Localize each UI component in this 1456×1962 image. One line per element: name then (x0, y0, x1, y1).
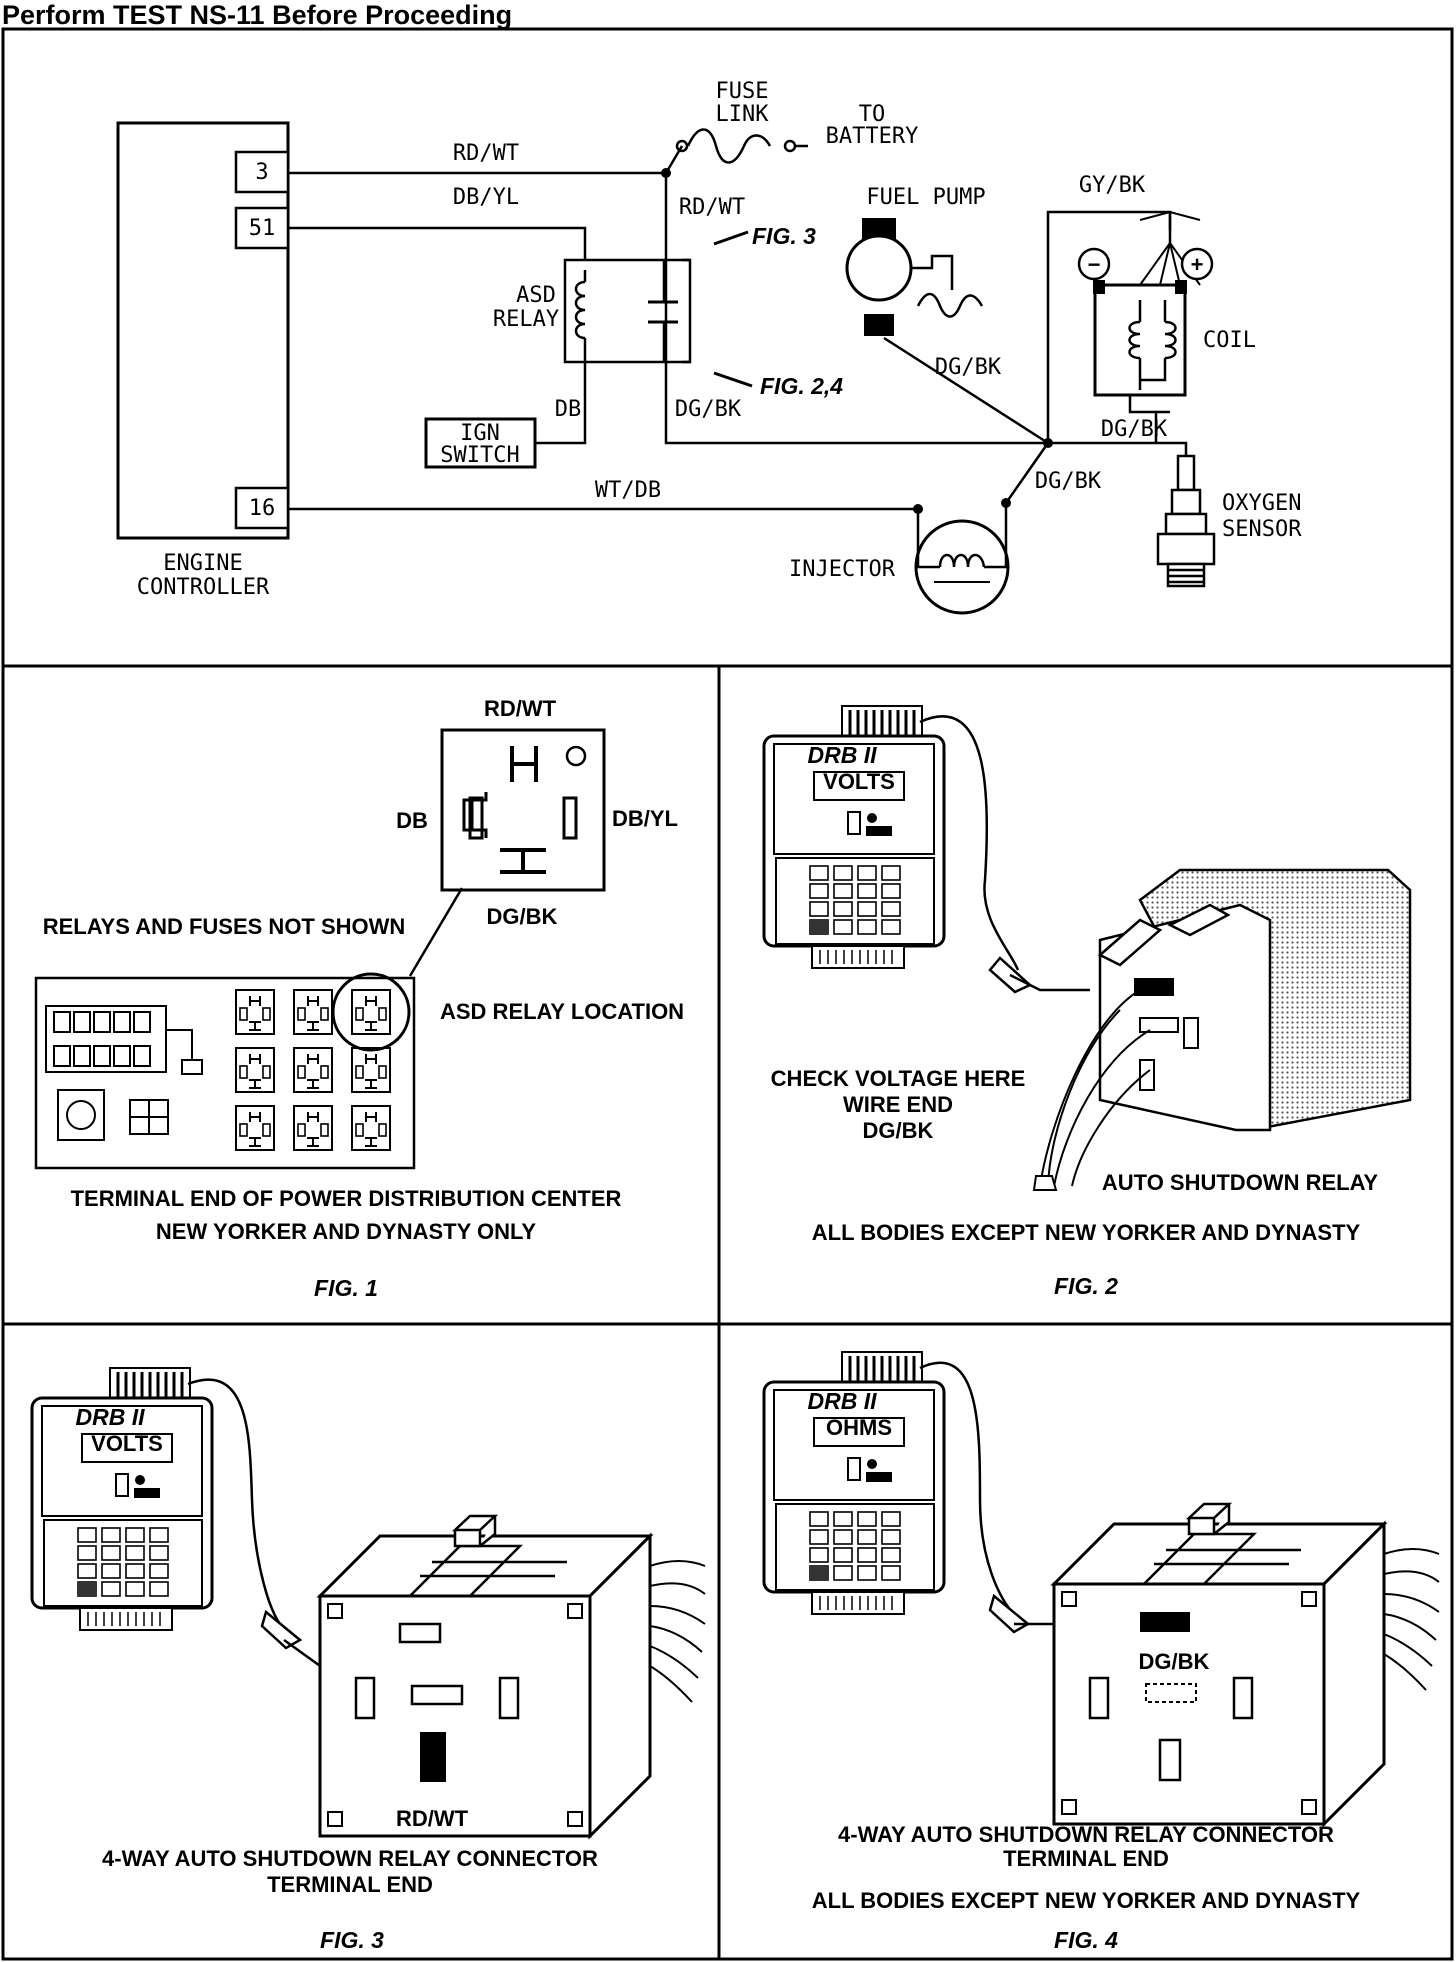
fig4-tester-mode: OHMS (826, 1415, 892, 1440)
fig4-caption-2: TERMINAL END (1003, 1846, 1169, 1871)
fuse-link-label-1: FUSE (716, 79, 769, 104)
relay-socket-enlarged (440, 728, 606, 892)
fig1-label: FIG. 1 (314, 1275, 378, 1301)
wiring-schematic: 3 51 16 ENGINE CONTROLLER FUSE LINK (116, 79, 1302, 615)
ign-switch-label-1: IGN (460, 421, 500, 446)
asd-relay-label-2: RELAY (493, 307, 559, 332)
fig3-caption-2: TERMINAL END (267, 1872, 433, 1897)
fig3-pin-label: RD/WT (396, 1806, 469, 1831)
page-heading: Perform TEST NS-11 Before Proceeding (2, 0, 513, 30)
coil-minus-symbol: − (1088, 252, 1101, 277)
fig24-reference: FIG. 2,4 (760, 373, 843, 399)
fig4-caption-3: ALL BODIES EXCEPT NEW YORKER AND DYNASTY (812, 1888, 1361, 1913)
wire-label-dbyl: DB/YL (453, 185, 519, 210)
panel-borders (1, 27, 1454, 1961)
power-distribution-center (34, 972, 416, 1170)
fig4-pin-label: DG/BK (1139, 1649, 1210, 1674)
fig1-note: RELAYS AND FUSES NOT SHOWN (43, 914, 406, 939)
wire-label-rdwt-top: RD/WT (453, 141, 519, 166)
engine-controller-label-2: CONTROLLER (137, 575, 270, 600)
fig1-pin-bottom: DG/BK (487, 904, 558, 929)
fig1-caption-1: TERMINAL END OF POWER DISTRIBUTION CENTE… (71, 1186, 622, 1211)
injector-label: INJECTOR (789, 557, 896, 582)
fig3-tester-mode: VOLTS (91, 1431, 163, 1456)
ign-switch-box (424, 417, 537, 469)
to-battery-label-2: BATTERY (826, 124, 919, 149)
relay-connector-fig3 (318, 1514, 707, 1838)
wire-label-gybk: GY/BK (1079, 173, 1146, 198)
fuel-pump-symbol (845, 218, 984, 336)
fig3-tester-brand: DRB II (76, 1404, 146, 1430)
oxygen-sensor-label-2: SENSOR (1222, 517, 1302, 542)
fig4-panel: DRB II OHMS DG/BK 4-WAY AUTO SHUTDOWN RE… (762, 1350, 1441, 1953)
wire-label-rdwt-vert: RD/WT (679, 195, 745, 220)
fig1-pin-top: RD/WT (484, 696, 557, 721)
auto-shutdown-relay-label: AUTO SHUTDOWN RELAY (1102, 1170, 1379, 1195)
pin-51-label: 51 (249, 216, 276, 241)
fig2-check-2: WIRE END (843, 1092, 953, 1117)
coil-label: COIL (1203, 328, 1256, 353)
fig3-label: FIG. 3 (320, 1927, 384, 1953)
fuse-link-label-2: LINK (716, 102, 770, 127)
pin-16-label: 16 (249, 496, 276, 521)
wire-label-dgbk-relay: DG/BK (675, 397, 742, 422)
ign-switch-label-2: SWITCH (440, 443, 519, 468)
coil-plus-symbol: + (1191, 252, 1204, 277)
fig1-pin-right: DB/YL (612, 806, 678, 831)
fig1-pin-left: DB (396, 808, 428, 833)
asd-relay-location-label: ASD RELAY LOCATION (440, 999, 684, 1024)
fig1-panel: RD/WT DB DB/YL DG/BK RELAYS AND FUSES NO… (34, 696, 684, 1301)
to-battery-label-1: TO (859, 102, 886, 127)
fig2-tester-brand: DRB II (808, 742, 878, 768)
wire-label-db: DB (555, 397, 582, 422)
engine-controller-label-1: ENGINE (163, 551, 242, 576)
asd-relay-symbol (563, 258, 692, 364)
wire-label-dgbk-coil: DG/BK (1101, 417, 1168, 442)
fig3-panel: DRB II VOLTS RD/WT 4-WAY AUTO SHUTDOWN R… (30, 1366, 707, 1953)
asd-relay-label-1: ASD (516, 283, 556, 308)
oxygen-sensor-label-1: OXYGEN (1222, 491, 1301, 516)
wire-label-dgbk-pump: DG/BK (935, 355, 1002, 380)
fig2-tester-mode: VOLTS (823, 769, 895, 794)
fig4-caption-1: 4-WAY AUTO SHUTDOWN RELAY CONNECTOR (838, 1822, 1334, 1847)
fuel-pump-label: FUEL PUMP (866, 185, 985, 210)
pin-3-label: 3 (255, 160, 268, 185)
auto-shutdown-relay (1032, 868, 1412, 1191)
fig3-reference: FIG. 3 (752, 223, 816, 249)
injector-symbol (914, 519, 1010, 615)
fig4-tester-brand: DRB II (808, 1388, 878, 1414)
ignition-coil-symbol (1077, 210, 1214, 414)
fig1-caption-2: NEW YORKER AND DYNASTY ONLY (156, 1219, 536, 1244)
fig2-panel: DRB II VOLTS CHECK VOLTAGE HERE WIRE END… (762, 704, 1412, 1299)
wire-label-wtdb: WT/DB (595, 478, 661, 503)
wire-label-dgbk-injector: DG/BK (1035, 469, 1102, 494)
fig2-check-1: CHECK VOLTAGE HERE (771, 1066, 1026, 1091)
fig2-label: FIG. 2 (1054, 1273, 1118, 1299)
oxygen-sensor-symbol (1156, 454, 1216, 588)
fig2-check-3: DG/BK (863, 1118, 934, 1143)
fig2-caption: ALL BODIES EXCEPT NEW YORKER AND DYNASTY (812, 1220, 1361, 1245)
fig3-caption-1: 4-WAY AUTO SHUTDOWN RELAY CONNECTOR (102, 1846, 598, 1871)
relay-connector-fig4 (1052, 1502, 1441, 1826)
fig4-label: FIG. 4 (1054, 1927, 1118, 1953)
